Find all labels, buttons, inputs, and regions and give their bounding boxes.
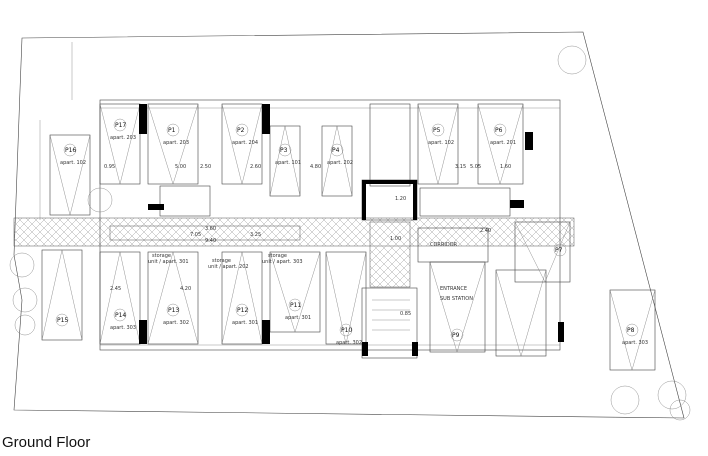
parking-label-circle [166,123,180,137]
parking-label-circle [55,313,69,327]
parking-label-circle [235,303,249,317]
parking-unit-label: apart. 201 [490,140,516,146]
dimension-label: 0.95 [104,164,115,170]
parking-label: P10 [341,327,352,334]
parking-unit-label: apart. 302 [336,340,362,346]
dimension-label: 3.25 [250,232,261,238]
room-entrance: ENTRANCE [440,286,467,292]
top-parking-bays [99,103,524,197]
parking-label-circle [330,143,344,157]
parking-label-circle [339,323,353,337]
parking-label-circle [278,143,292,157]
dimension-label: 1.00 [390,236,401,242]
storage-label-3: storage [268,253,287,259]
building-outline [99,99,561,351]
storage-label-2: storage [152,253,171,259]
parking-label-circle [235,123,249,137]
parking-label: P4 [332,147,340,154]
dimension-label: 2.50 [200,164,211,170]
storage-unit-2: unit / apart. 301 [148,259,189,265]
parking-label-circle [288,298,302,312]
parking-label: P6 [495,127,503,134]
parking-unit-label: apart. 102 [428,140,454,146]
parking-label: P16 [65,147,76,154]
parking-label: P13 [168,307,179,314]
dimension-label: 5.05 [470,164,481,170]
parking-unit-label: apart. 301 [232,320,258,326]
dimension-label: 2.40 [480,228,491,234]
parking-label: P3 [280,147,288,154]
parking-unit-label: apart. 203 [110,135,136,141]
page-title: Ground Floor [2,434,91,451]
structural-columns [139,104,564,344]
parking-unit-label: apart. 303 [622,340,648,346]
dimension-texts: 0.95 5.00 2.50 2.60 4.80 3.15 5.05 1.60 7.05 9.40… [104,164,511,317]
parking-label: P1 [168,127,176,134]
parking-label: P5 [433,127,441,134]
parking-unit-label: apart. 102 [60,160,86,166]
dimension-label: 7.05 [190,232,201,238]
room-substation: SUB STATION [440,296,473,302]
parking-label-circle [166,303,180,317]
parking-unit-label: apart. 301 [285,315,311,321]
parking-label-circle [450,328,464,342]
dimension-label: 1.20 [395,196,406,202]
parking-label: P9 [452,332,460,339]
storage-unit-1: unit / apart. 202 [208,264,249,270]
parking-label-circle [553,243,567,257]
parking-unit-label: apart. 203 [163,140,189,146]
parking-label-circle [113,308,127,322]
parking-label-circle [493,123,507,137]
parking-label: P12 [237,307,248,314]
dimension-label: 3.60 [205,226,216,232]
dimension-label: 2.45 [110,286,121,292]
parking-label-circle [63,143,77,157]
dimension-label: 1.60 [500,164,511,170]
parking-label-circle [113,118,127,132]
parking-label: P7 [555,247,563,254]
parking-label: P11 [290,302,301,309]
parking-label: P8 [627,327,635,334]
landscape-trees [9,45,691,421]
parking-label-circle [431,123,445,137]
site-boundary [13,31,685,419]
parking-unit-label: apart. 302 [163,320,189,326]
parking-label-circle [625,323,639,337]
dimension-label: 4.20 [180,286,191,292]
parking-unit-label: apart. 101 [275,160,301,166]
parking-unit-label: apart. 202 [327,160,353,166]
dimension-label: 3.15 [455,164,466,170]
parking-label: P2 [237,127,245,134]
dimension-label: 2.60 [250,164,261,170]
parking-unit-label: apart. 303 [110,325,136,331]
parking-label: P14 [115,312,126,319]
dimension-label: 9.40 [205,238,216,244]
storage-label-1: storage [212,258,231,264]
dimension-label: 0.85 [400,311,411,317]
room-corridor: CORRIDOR [430,242,458,248]
bottom-parking-bays [99,251,547,357]
storage-unit-3: unit / apart. 303 [262,259,303,265]
parking-label: P15 [57,317,68,324]
dimension-label: 4.80 [310,164,321,170]
parking-label: P17 [115,122,126,129]
dimension-label: 5.00 [175,164,186,170]
parking-unit-label: apart. 204 [232,140,258,146]
